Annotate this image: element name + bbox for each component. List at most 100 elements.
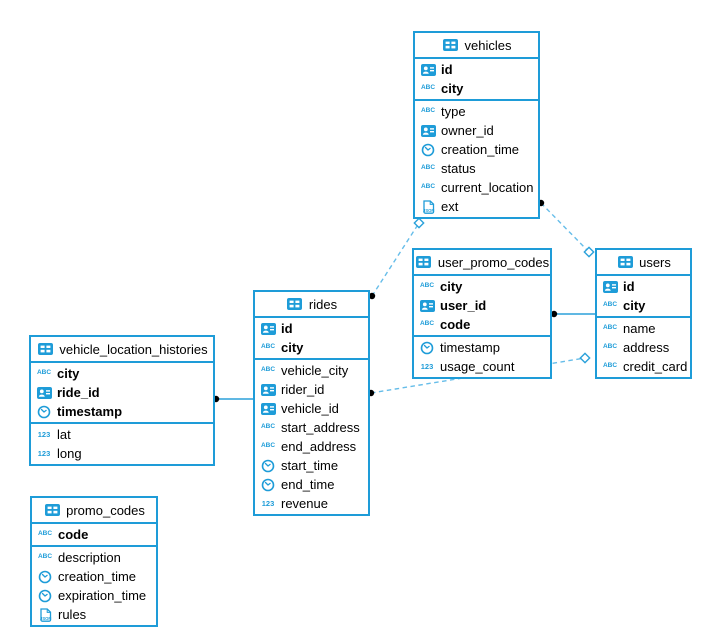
field-row: id [255, 319, 368, 338]
field-name: timestamp [440, 340, 500, 355]
field-name: id [623, 279, 635, 294]
table-header[interactable]: vehicles [415, 33, 538, 59]
text-abc-icon: ABC [420, 183, 436, 191]
field-name: creation_time [58, 569, 137, 584]
text-abc-icon: ABC [420, 84, 436, 92]
table-header[interactable]: promo_codes [32, 498, 156, 524]
table-header[interactable]: vehicle_location_histories [31, 337, 213, 363]
json-icon: JSON [36, 607, 54, 622]
table-icon [442, 39, 460, 51]
field-row: timestamp [414, 338, 550, 357]
clock-icon [259, 459, 277, 473]
cardinality-diamond [579, 352, 591, 364]
text-abc-icon: ABC [602, 343, 618, 351]
field-name: start_time [281, 458, 339, 473]
text-abc-icon: ABC [260, 423, 276, 431]
table-header[interactable]: user_promo_codes [414, 250, 550, 276]
cardinality-diamond [583, 246, 595, 258]
field-name: owner_id [441, 123, 494, 138]
svg-text:JSON: JSON [422, 207, 433, 212]
field-row: timestamp [31, 402, 213, 421]
field-row: ABC city [414, 277, 550, 296]
relationship-rides-vehicles[interactable] [371, 222, 420, 297]
field-row: start_time [255, 456, 368, 475]
svg-text:JSON: JSON [39, 615, 50, 620]
table-icon [415, 256, 433, 268]
relationship-vehicles-users[interactable] [540, 202, 590, 253]
cardinality-diamond [413, 217, 425, 229]
field-row: id [597, 277, 690, 296]
field-name: vehicle_id [281, 401, 339, 416]
text-abc-icon: ABC [420, 164, 436, 172]
id-card-icon [419, 63, 437, 76]
field-row: expiration_time [32, 586, 156, 605]
id-card-icon [259, 383, 277, 396]
field-name: start_address [281, 420, 360, 435]
id-card-icon [35, 386, 53, 399]
table-header[interactable]: users [597, 250, 690, 276]
cardinality-dot [368, 292, 376, 300]
field-name: end_time [281, 477, 335, 492]
text-abc-icon: ABC [260, 442, 276, 450]
text-abc-icon: ABC [37, 553, 53, 561]
field-name: ext [441, 199, 459, 214]
id-card-icon [259, 402, 277, 415]
text-abc-icon: ABC [260, 343, 276, 351]
field-row: 123 long [31, 444, 213, 463]
field-row: end_time [255, 475, 368, 494]
table-name: vehicles [464, 37, 512, 53]
field-row: creation_time [32, 567, 156, 586]
field-name: revenue [281, 496, 328, 511]
field-row: ABC start_address [255, 418, 368, 437]
text-abc-icon: ABC [419, 282, 435, 290]
text-abc-icon: ABC [602, 301, 618, 309]
field-name: city [440, 279, 463, 294]
table-name: vehicle_location_histories [59, 341, 208, 357]
field-name: city [57, 366, 80, 381]
field-name: timestamp [57, 404, 123, 419]
id-card-icon [419, 124, 437, 137]
clock-icon [418, 341, 436, 355]
field-name: rules [58, 607, 87, 622]
field-row: ride_id [31, 383, 213, 402]
table-icon [286, 298, 304, 310]
clock-icon [36, 570, 54, 584]
clock-icon [419, 143, 437, 157]
table-icon [43, 504, 61, 516]
field-name: credit_card [623, 359, 688, 374]
field-row: JSON ext [415, 197, 538, 216]
field-name: long [57, 446, 82, 461]
field-row: JSON rules [32, 605, 156, 624]
field-name: address [623, 340, 670, 355]
field-name: status [441, 161, 476, 176]
field-name: type [441, 104, 466, 119]
number-123-icon: 123 [37, 448, 51, 458]
table-name: promo_codes [66, 502, 145, 518]
text-abc-icon: ABC [260, 366, 276, 374]
field-row: user_id [414, 296, 550, 315]
field-row: ABC address [597, 338, 690, 357]
field-row: ABC status [415, 159, 538, 178]
table-header[interactable]: rides [255, 292, 368, 318]
